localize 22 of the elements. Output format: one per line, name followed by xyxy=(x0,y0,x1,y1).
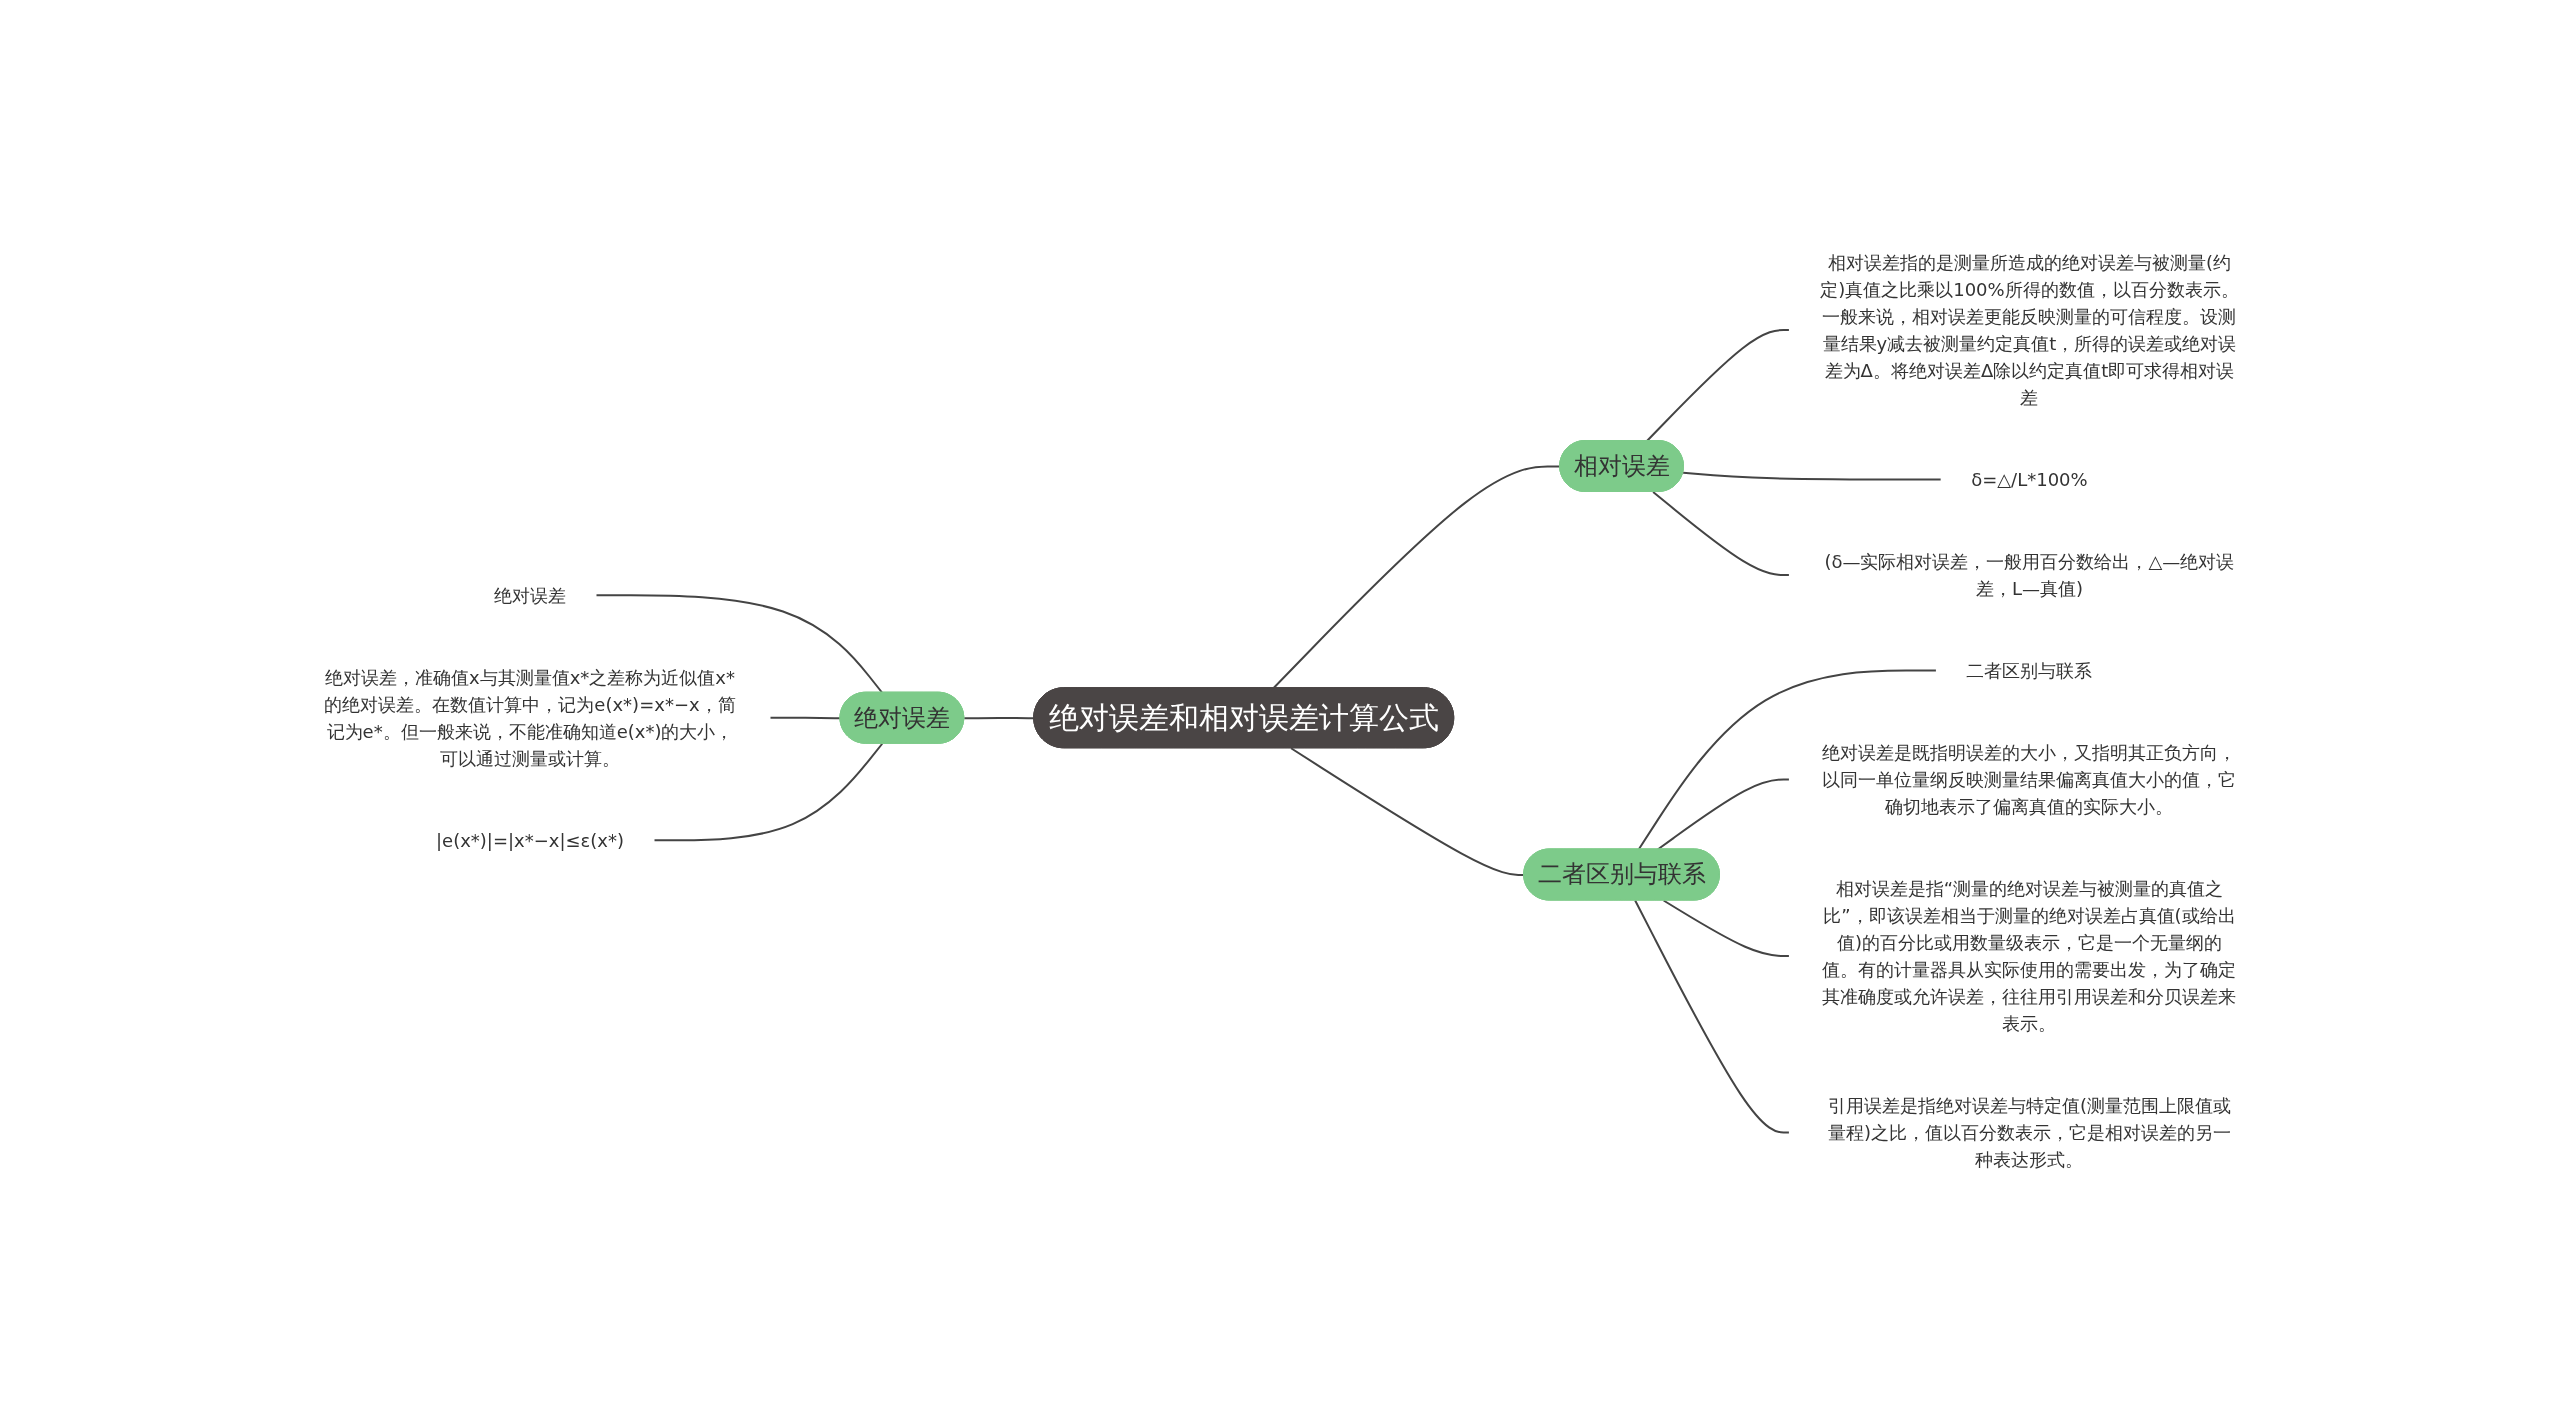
connector xyxy=(963,716,1036,720)
node-text: 绝对误差，准确值x与其测量值x*之差称为近似值x*的绝对误差。在数值计算中，记为e(x*)=x*−x，简记为e*。但一般来说，不能准确知道e(x*)的大小，可以通过测量或计算。 xyxy=(324,666,736,769)
connector xyxy=(1652,491,1791,576)
node-text: 相对误差指的是测量所造成的绝对误差与被测量(约定)真值之比乘以100%所得的数值，以百分数表示。一般来说，相对误差更能反映测量的可信程度。设测量结果y减去被测量约定真值t，所得的误差或绝对误差为Δ。将绝对误差Δ除以约定真值t即可求得相对误差 xyxy=(1820,252,2239,408)
connector xyxy=(1637,669,1938,851)
connector xyxy=(1682,471,1943,481)
connector xyxy=(595,594,884,694)
node-text: 绝对误差 xyxy=(494,584,567,606)
connector xyxy=(1662,899,1791,957)
connector xyxy=(769,716,842,720)
node-text: 二者区别与联系 xyxy=(1966,660,2093,681)
connector xyxy=(1646,329,1791,442)
node-text: 绝对误差是既指明误差的大小，又指明其正负方向，以同一单位量纲反映测量结果偏离真值大小的值，它确切地表示了偏离真值的实际大小。 xyxy=(1822,742,2237,817)
node-text: |e(x*)|=|x*−x|≤ε(x*) xyxy=(436,829,625,851)
connector xyxy=(653,742,884,842)
connector xyxy=(1657,778,1791,851)
connector xyxy=(1290,747,1526,876)
node-text: 引用误差是指绝对误差与特定值(测量范围上限值或量程)之比，值以百分数表示，它是相对误差的另一种表达形式。 xyxy=(1828,1095,2232,1170)
connector xyxy=(1634,899,1791,1134)
node-text: 相对误差是指“测量的绝对误差与被测量的真值之比”，即该误差相当于测量的绝对误差占真值(或给出值)的百分比或用数量级表示，它是一个无量纲的值。有的计量器具从实际使用的需要出发，为了确定其准确度或允许误差，往往用引用误差和分贝误差来表示。 xyxy=(1822,878,2237,1034)
node-text: δ=△/L*100% xyxy=(1971,469,2088,490)
node-text: (δ—实际相对误差，一般用百分数给出，△—绝对误差，L—真值) xyxy=(1824,551,2235,599)
